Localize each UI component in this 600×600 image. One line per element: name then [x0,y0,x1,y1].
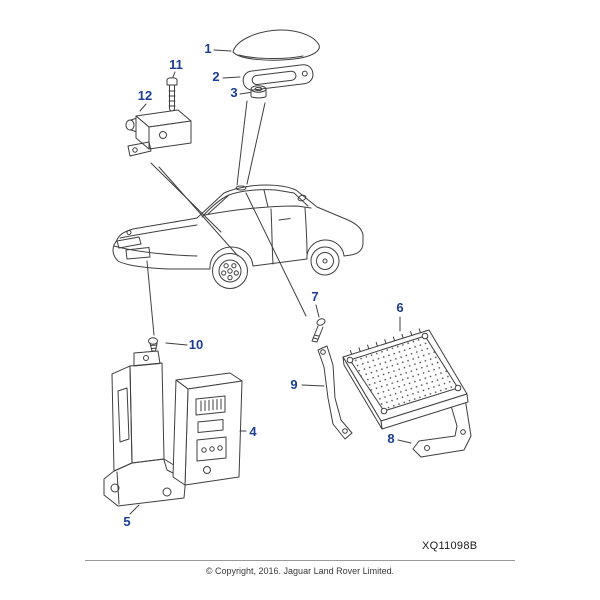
callout-5: 5 [123,514,130,529]
leader-lines [146,100,307,336]
module-6-part [342,328,469,430]
callout-12: 12 [138,88,152,103]
callout-labels: 1 2 3 4 5 6 7 8 9 10 11 12 [123,41,403,529]
callout-11: 11 [169,57,183,72]
callout-9: 9 [290,377,297,392]
bracket-5-part [103,350,187,507]
diagram-code: XQ11098B [422,540,478,552]
antenna-nut-part [250,85,267,99]
antenna-gasket-part [242,64,314,91]
callout-3: 3 [230,85,237,100]
callout-7: 7 [311,289,318,304]
callout-1: 1 [204,41,211,56]
screw-11-part [166,77,178,114]
callout-10: 10 [189,337,203,352]
callout-8: 8 [387,431,394,446]
car-illustration [112,184,364,289]
screw-7-part [311,318,326,343]
antenna-pod-part [232,29,320,61]
screw-10-part [148,337,158,352]
callout-leader-ticks [129,49,412,515]
copyright-text: © Copyright, 2016. Jaguar Land Rover Lim… [205,566,395,576]
callout-6: 6 [396,300,403,315]
bracket-9-part [317,345,353,440]
callout-4: 4 [249,424,257,439]
bracket-8-part [412,391,472,458]
callout-2: 2 [212,69,219,84]
module-4-part [172,372,243,486]
module-12-part [125,109,192,157]
footer-divider [85,560,515,561]
